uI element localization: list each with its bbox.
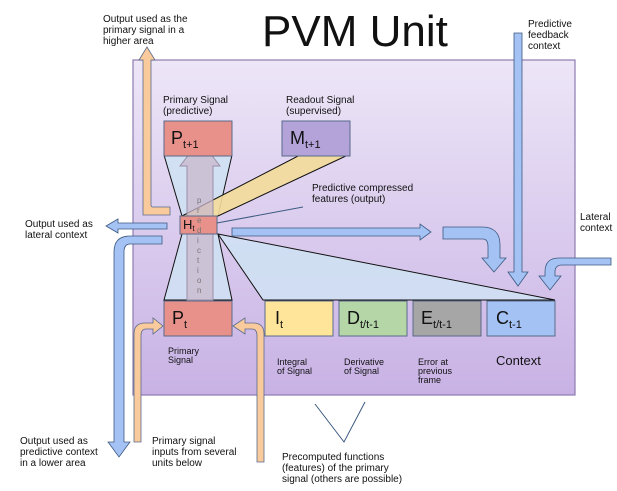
p-t-label: Pt xyxy=(172,308,188,331)
p-next-box xyxy=(163,120,233,157)
prediction-text: p r e d i c t i o n xyxy=(197,196,202,295)
m-next-box xyxy=(281,120,351,157)
page-title: PVM Unit xyxy=(262,7,448,56)
hidden-label: Ht xyxy=(183,217,195,233)
primary-input-arrow-right xyxy=(232,317,265,463)
predictive-feedback-label: Predictive feedback context xyxy=(528,19,572,52)
i-t-caption: Integral of Signal xyxy=(277,357,313,376)
e-box xyxy=(412,300,482,337)
p-t-box xyxy=(163,300,233,337)
compressed-features-pointer xyxy=(216,206,304,224)
e-caption: Error at previous frame xyxy=(418,357,453,385)
d-label: Dt/t-1 xyxy=(347,308,379,331)
hidden-box xyxy=(179,215,218,235)
lateral-context-label: Lateral context xyxy=(580,212,613,234)
output-lower-arrow xyxy=(107,235,163,458)
readout-signal-label: Readout Signal (supervised) xyxy=(286,95,355,117)
features-fan xyxy=(216,233,556,301)
c-label: Ct-1 xyxy=(496,308,522,331)
compressed-features-label: Predictive compressed features (output) xyxy=(312,183,414,205)
output-higher-arrow xyxy=(138,46,171,216)
primary-signal-label: Primary Signal (predictive) xyxy=(163,95,229,117)
precomputed-label: Precomputed functions (features) of the … xyxy=(282,452,403,485)
p-t-caption: Primary Signal xyxy=(168,346,199,365)
primary-input-arrow-left xyxy=(133,317,164,443)
precomputed-pointer xyxy=(314,401,366,443)
primary-inputs-label: Primary signal inputs from several units… xyxy=(152,436,237,469)
c-box xyxy=(486,300,556,337)
i-t-box xyxy=(264,300,334,337)
predictive-feedback-arrow xyxy=(507,32,529,287)
p-next-label: Pt+1 xyxy=(171,128,199,151)
i-t-label: It xyxy=(275,308,284,331)
context-caption: Context xyxy=(496,353,541,368)
output-higher-label: Output used as the primary signal in a h… xyxy=(103,14,188,47)
hidden-output-arrow xyxy=(231,223,432,241)
d-caption: Derivative of Signal xyxy=(344,357,385,376)
lateral-context-arrow xyxy=(538,257,612,291)
to-context-arrow xyxy=(442,226,507,273)
e-label: Et/t-1 xyxy=(421,308,452,331)
output-lateral-arrow xyxy=(105,218,168,234)
m-next-label: Mt+1 xyxy=(290,128,321,151)
output-lateral-label: Output used as lateral context xyxy=(25,219,93,241)
d-box xyxy=(338,300,408,337)
output-lower-label: Output used as predictive context in a l… xyxy=(20,436,98,469)
